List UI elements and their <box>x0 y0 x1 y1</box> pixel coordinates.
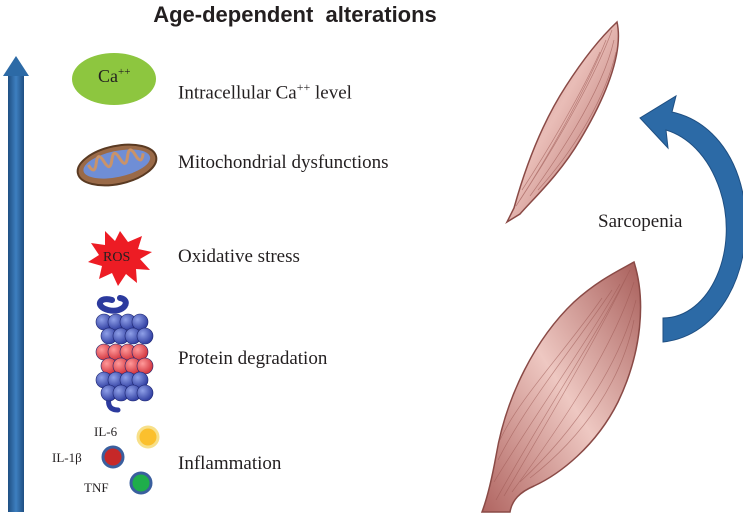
row-label-mitochondrial-dysfunctions: Mitochondrial dysfunctions <box>178 152 389 173</box>
tnf-circle <box>129 471 153 495</box>
cytokine-label-tnf: TNF <box>84 480 109 495</box>
row-label-intracellular-calcium: Intracellular Ca++ level <box>178 80 352 104</box>
proteasome-subunit <box>131 313 149 331</box>
ros-icon-text: ROS <box>103 250 131 265</box>
row-label-protein-degradation: Protein degradation <box>178 348 328 369</box>
il6-circle <box>136 425 160 449</box>
proteasome-subunit <box>136 357 154 375</box>
proteasome-subunit <box>131 343 149 361</box>
diagram-title: Age-dependent alterations <box>153 2 437 27</box>
sarcopenia-label: Sarcopenia <box>598 211 683 232</box>
cytokine-label-il6: IL-6 <box>94 424 118 439</box>
ros-icon <box>88 231 152 286</box>
calcium-icon <box>72 53 156 105</box>
muscle-top-icon <box>505 20 620 225</box>
proteasome-subunit <box>136 327 154 345</box>
proteasome-subunit <box>136 384 154 402</box>
muscle-bottom-icon <box>480 260 642 513</box>
sarcopenia-curved-arrow <box>639 94 743 343</box>
age-up-arrow <box>3 56 29 512</box>
row-label-oxidative-stress: Oxidative stress <box>178 246 300 267</box>
mitochondrion-icon <box>76 143 158 187</box>
row-label-inflammation: Inflammation <box>178 453 282 474</box>
cytokine-label-il1b: IL-1β <box>52 450 82 465</box>
proteasome-icon <box>95 295 154 413</box>
calcium-icon-text: Ca++ <box>98 66 131 86</box>
il1b-circle <box>101 445 125 469</box>
